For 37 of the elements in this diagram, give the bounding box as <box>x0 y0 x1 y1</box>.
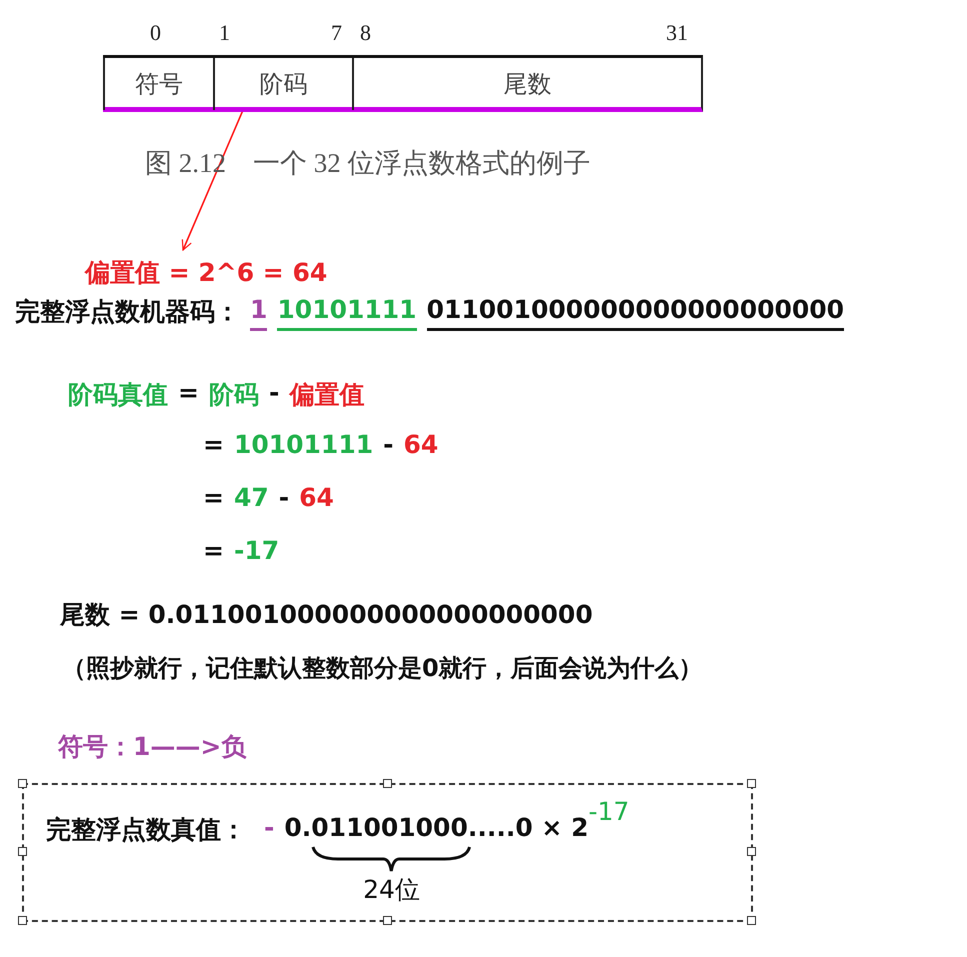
formula-term: 64 <box>404 430 438 459</box>
formula-term: 10101111 <box>234 430 374 459</box>
bias-formula-text: 偏置值 = 2^6 = 64 <box>85 254 328 289</box>
result-value: 0.011001000.....0 × 2 <box>284 813 588 842</box>
minus-sign: - <box>268 378 280 407</box>
exponent-bits: 10101111 <box>277 295 417 331</box>
equals-sign: = <box>178 378 199 407</box>
bit-position-number: 8 <box>360 20 371 46</box>
bit-count-label: 24位 <box>363 874 420 906</box>
label-text: 完整浮点数机器码： <box>15 296 240 328</box>
sign-bit: 1 <box>250 295 268 331</box>
mantissa-field-cell: 尾数 <box>352 58 701 110</box>
minus-sign: - <box>383 430 394 459</box>
note-text: （照抄就行，记住默认整数部分是0就行，后面会说为什么） <box>62 653 703 684</box>
mantissa-bits: 011001000000000000000000 <box>426 295 844 331</box>
exponent-superscript: -17 <box>588 797 630 826</box>
result-label: 完整浮点数真值： <box>46 814 247 846</box>
bit-position-number: 31 <box>666 20 688 46</box>
formula-term: 阶码 <box>208 379 259 411</box>
bit-position-number: 1 <box>219 20 230 46</box>
minus-sign: - <box>278 483 290 512</box>
equals-sign: = <box>203 483 224 512</box>
formula-term: 阶码真值 <box>68 379 168 411</box>
arrow <box>182 110 244 251</box>
sign-note: 符号：1——>负 <box>58 731 246 763</box>
mantissa-formula: 尾数 = 0.011001000000000000000000 <box>60 599 593 631</box>
bit-position-number: 7 <box>331 20 342 46</box>
formula-term: 偏置值 <box>289 379 364 411</box>
exponent-field-cell: 阶码 <box>213 58 352 110</box>
bit-position-number: 0 <box>150 20 161 46</box>
formula-term: -17 <box>234 536 280 565</box>
sign-field-cell: 符号 <box>103 58 213 110</box>
formula-term: 47 <box>234 483 269 512</box>
equals-sign: = <box>203 536 224 565</box>
formula-term: 64 <box>299 483 334 512</box>
equals-sign: = <box>203 430 224 459</box>
minus-sign: - <box>264 813 276 842</box>
